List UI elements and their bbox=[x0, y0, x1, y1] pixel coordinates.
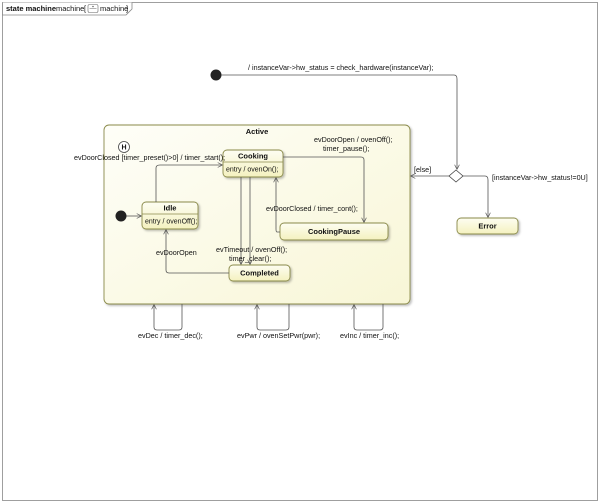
history-pseudostate[interactable]: H bbox=[118, 141, 130, 153]
svg-text:[: [ bbox=[84, 4, 87, 13]
transition-else-label: [else] bbox=[414, 165, 431, 174]
header-name: machine bbox=[56, 4, 84, 13]
transition-timeout-label-2: timer_clear(); bbox=[229, 254, 271, 263]
transition-door-closed-cont[interactable]: evDoorClosed / timer_cont(); bbox=[266, 178, 358, 233]
state-cooking-pause-label: CookingPause bbox=[308, 227, 360, 236]
history-symbol: H bbox=[121, 145, 126, 152]
transition-timeout[interactable]: evTimeout / ovenOff(); timer_clear(); bbox=[216, 177, 287, 264]
transition-ev-dec-label: evDec / timer_dec(); bbox=[138, 331, 203, 340]
transition-initial-check[interactable]: / instanceVar->hw_status = check_hardwar… bbox=[221, 63, 457, 169]
svg-text:]: ] bbox=[126, 4, 128, 13]
state-active-label: Active bbox=[246, 127, 269, 136]
state-completed-label: Completed bbox=[240, 269, 279, 278]
transition-timeout-label-1: evTimeout / ovenOff(); bbox=[216, 245, 287, 254]
transition-ev-dec[interactable]: evDec / timer_dec(); bbox=[138, 304, 203, 340]
transition-door-closed-start-label: evDoorClosed [timer_preset()>0] / timer_… bbox=[74, 153, 225, 162]
transition-door-open-idle[interactable]: evDoorOpen bbox=[156, 230, 229, 274]
transition-initial-check-label: / instanceVar->hw_status = check_hardwar… bbox=[248, 63, 434, 72]
transition-door-open-pause-label-2: timer_pause(); bbox=[323, 144, 369, 153]
state-cooking-entry: entry / ovenOn(); bbox=[226, 167, 279, 174]
state-completed[interactable]: Completed bbox=[228, 264, 291, 282]
state-error-label: Error bbox=[478, 222, 496, 231]
transition-door-open-pause-label-1: evDoorOpen / ovenOff(); bbox=[314, 135, 393, 144]
transition-hw-error-label: [instanceVar->hw_status!=0U] bbox=[492, 173, 588, 182]
diagram-header: state machine machine [ machine ] bbox=[2, 2, 133, 16]
state-machine-icon bbox=[87, 4, 99, 13]
state-idle[interactable]: Idle entry / ovenOff(); bbox=[141, 201, 199, 230]
transition-ev-pwr-label: evPwr / ovenSetPwr(pwr); bbox=[237, 331, 320, 340]
header-keyword: state machine bbox=[6, 4, 56, 13]
state-cooking[interactable]: Cooking entry / ovenOn(); bbox=[222, 149, 284, 178]
transition-door-closed-start[interactable]: evDoorClosed [timer_preset()>0] / timer_… bbox=[74, 153, 225, 202]
state-idle-entry: entry / ovenOff(); bbox=[145, 219, 197, 226]
initial-pseudostate-top[interactable] bbox=[210, 69, 222, 81]
state-error[interactable]: Error bbox=[456, 217, 519, 235]
transition-door-closed-cont-label: evDoorClosed / timer_cont(); bbox=[266, 204, 358, 213]
state-active[interactable]: Active bbox=[103, 124, 411, 305]
choice-pseudostate[interactable] bbox=[448, 169, 464, 183]
transition-else[interactable]: [else] bbox=[411, 165, 449, 176]
state-cooking-pause[interactable]: CookingPause bbox=[279, 222, 389, 241]
state-idle-label: Idle bbox=[164, 204, 177, 213]
header-bracket-name: machine bbox=[100, 4, 128, 13]
transition-ev-inc-label: evInc / timer_inc(); bbox=[340, 331, 399, 340]
initial-pseudostate-inner[interactable] bbox=[115, 210, 127, 222]
transition-ev-inc[interactable]: evInc / timer_inc(); bbox=[340, 304, 399, 340]
transition-ev-pwr[interactable]: evPwr / ovenSetPwr(pwr); bbox=[237, 304, 320, 340]
state-cooking-label: Cooking bbox=[238, 152, 268, 161]
transition-door-open-pause[interactable]: evDoorOpen / ovenOff(); timer_pause(); bbox=[283, 135, 393, 222]
transition-hw-error[interactable]: [instanceVar->hw_status!=0U] bbox=[463, 173, 588, 217]
transition-door-open-idle-label: evDoorOpen bbox=[156, 248, 197, 257]
